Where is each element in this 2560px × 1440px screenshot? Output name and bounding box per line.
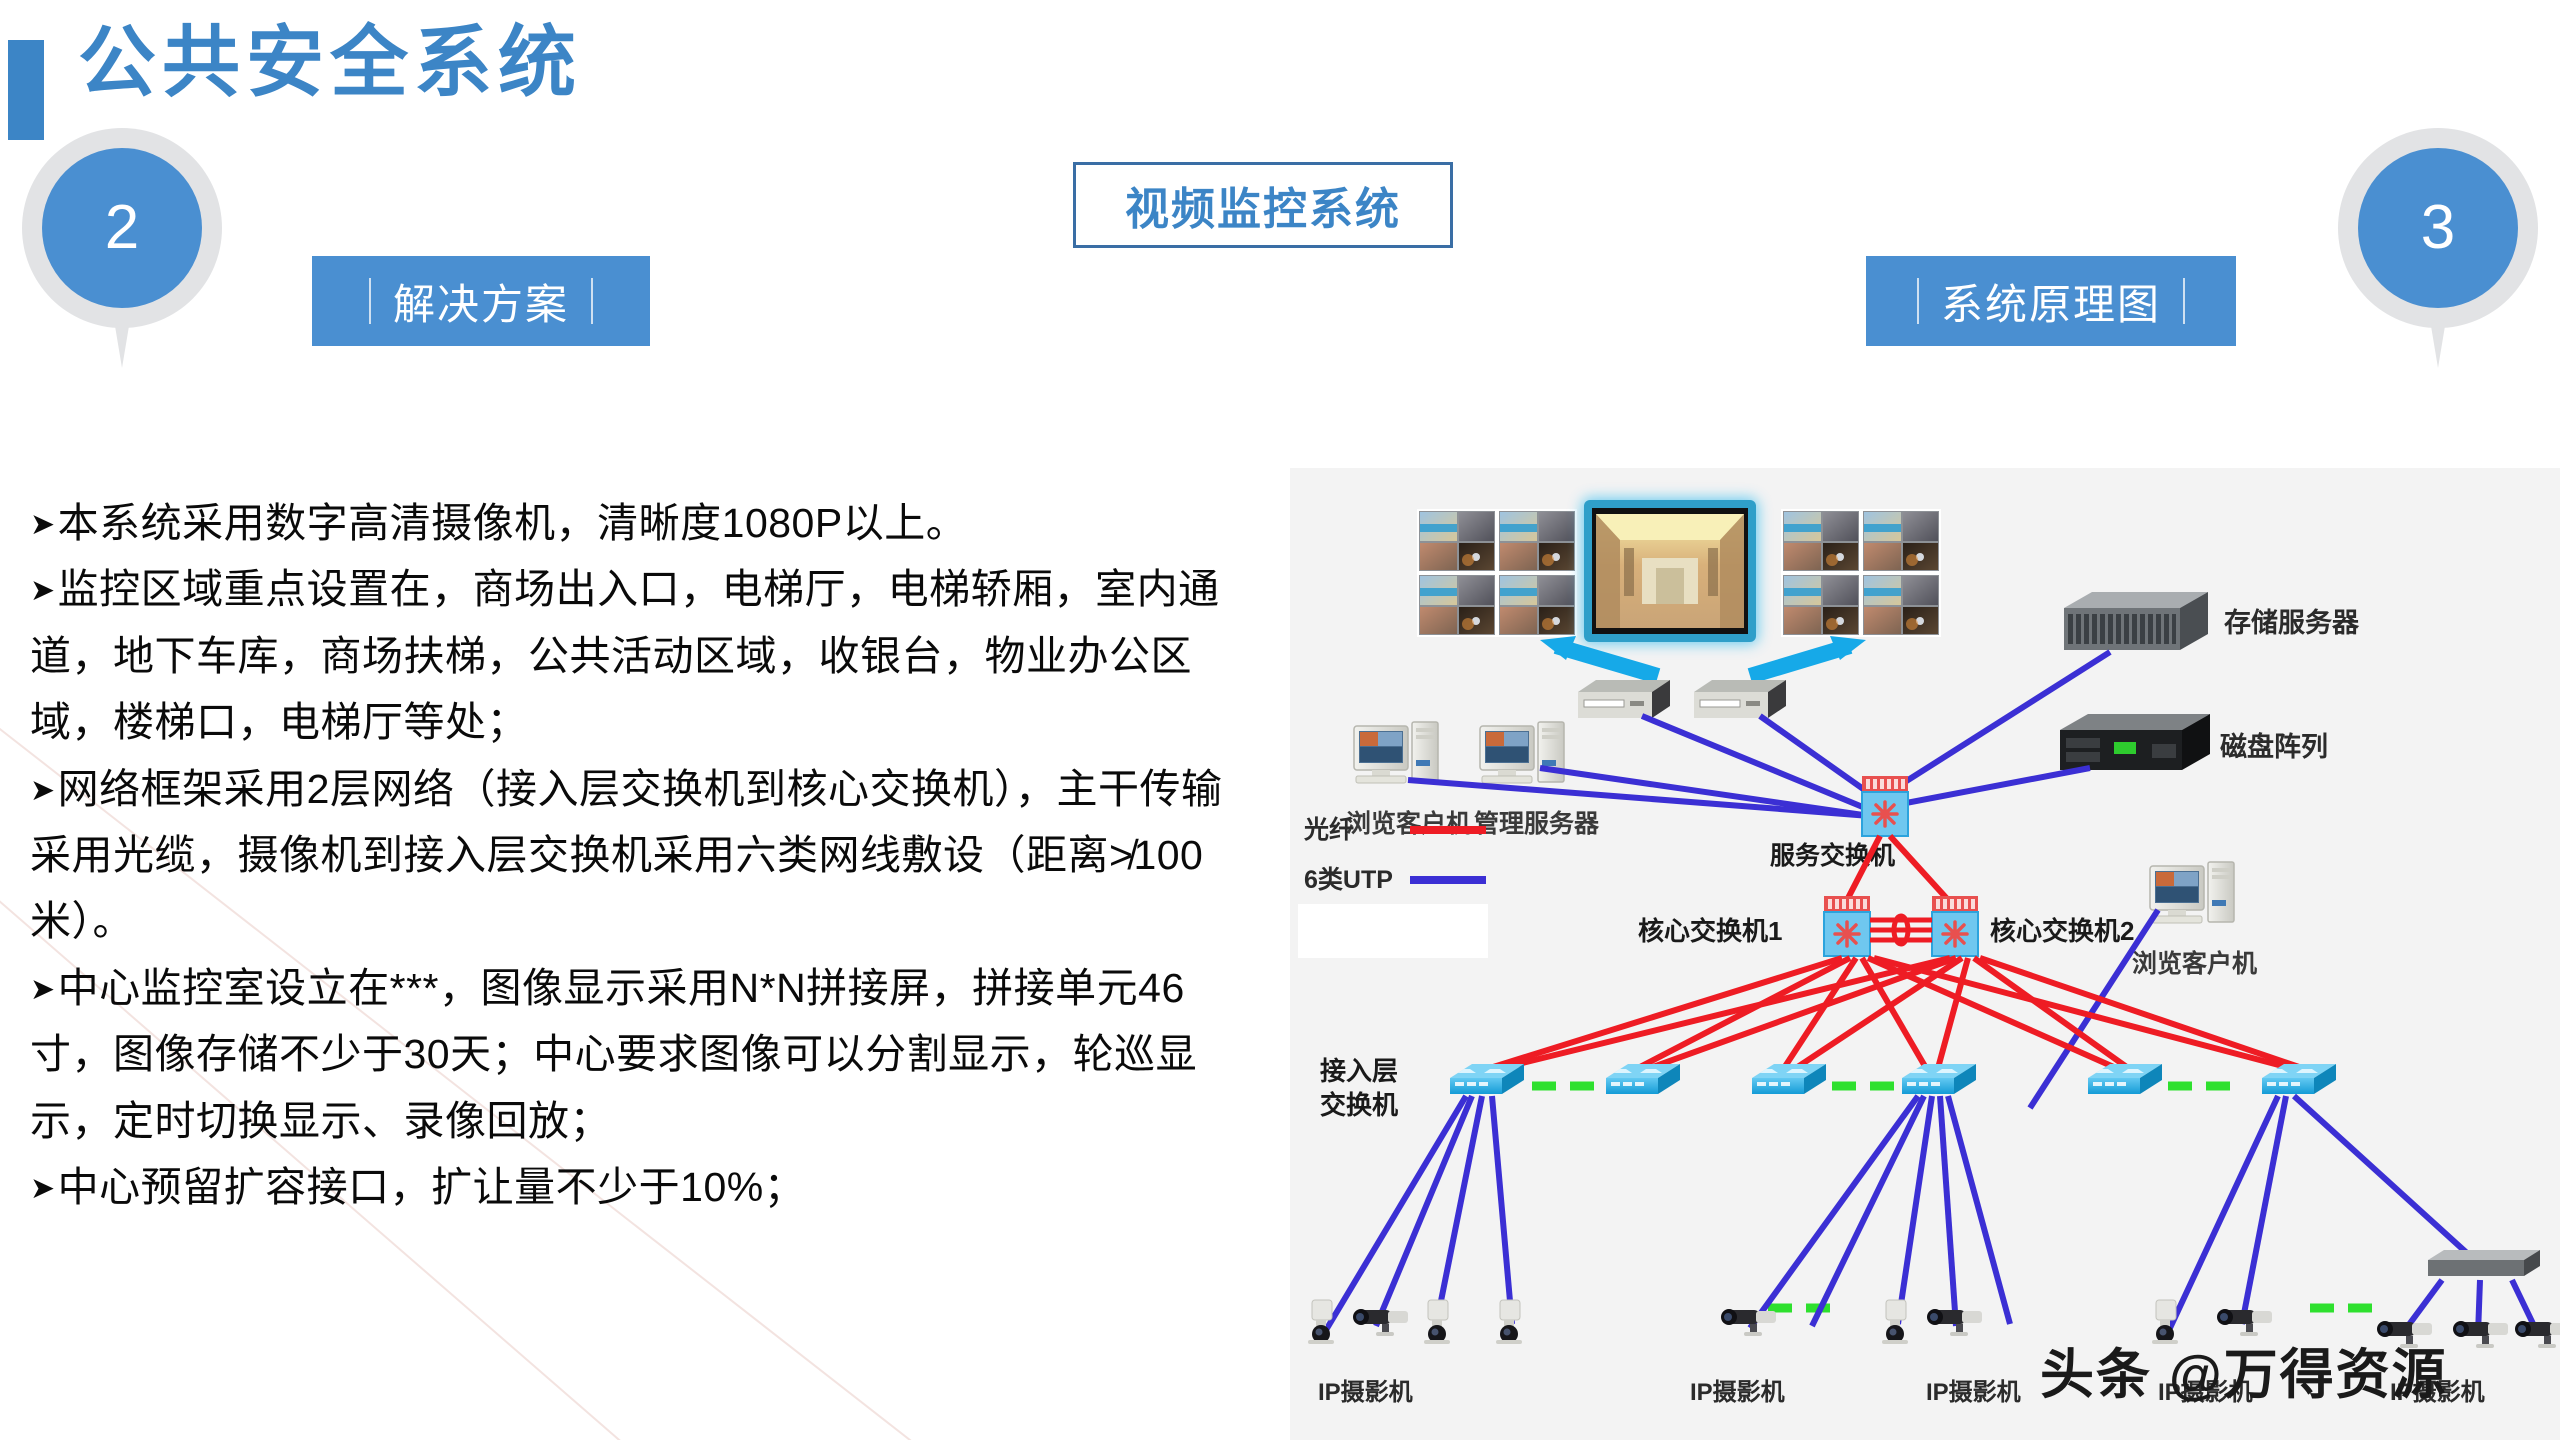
tab-system-schematic[interactable]: 系统原理图	[1866, 256, 2236, 346]
label-core-switch-1: 核心交换机1	[1638, 916, 1782, 946]
label-browse-client-right: 浏览客户机	[2132, 949, 2257, 978]
video-wall	[1417, 498, 1941, 644]
core-switch-2-icon	[1930, 894, 1980, 958]
label-ip-camera-4: IP摄影机	[2158, 1379, 2253, 1406]
bullet-item: 网络框架采用2层网络（接入层交换机到核心交换机），主干传输采用光缆，摄像机到接入…	[30, 756, 1260, 955]
badge-number: 2	[104, 193, 140, 262]
badge-number: 3	[2420, 193, 2456, 262]
tab-solution-label: 解决方案	[392, 280, 569, 328]
bullet-item: 监控区域重点设置在，商场出入口，电梯厅，电梯轿厢，室内通道，地下车库，商场扶梯，…	[30, 556, 1260, 755]
camera-utp-links	[1323, 1093, 2541, 1336]
tab-divider-left	[1916, 278, 1919, 324]
label-core-switch-2: 核心交换机2	[1990, 916, 2134, 946]
bullet-item: 中心预留扩容接口，扩让量不少于10%；	[30, 1154, 1260, 1220]
storage-server-unit	[2064, 592, 2208, 650]
edge-switch-icon	[2428, 1250, 2540, 1276]
label-access-switch-line1: 接入层	[1320, 1056, 1398, 1086]
tab-solution[interactable]: 解决方案	[312, 256, 650, 346]
body-text-block: 本系统采用数字高清摄像机，清晰度1080P以上。 监控区域重点设置在，商场出入口…	[30, 490, 1260, 1220]
label-disk-array: 磁盘阵列	[2220, 731, 2328, 762]
label-storage-server: 存储服务器	[2224, 608, 2360, 638]
browse-client-right-link	[2027, 908, 2161, 1110]
badge-circle: 2	[42, 148, 202, 308]
core-interlink	[1870, 917, 1932, 943]
tab-divider-left	[368, 278, 371, 324]
legend-blank-box	[1298, 904, 1488, 958]
system-schematic-diagram: 存储服务器 磁盘阵列 浏览客户机 管理服务器	[1290, 468, 2560, 1440]
step-badge-2[interactable]: 2	[22, 128, 222, 368]
label-ip-camera-3: IP摄影机	[1926, 1379, 2021, 1406]
disk-array-unit	[2060, 714, 2210, 770]
service-switch-utp-links	[1407, 649, 2112, 819]
watermark-text: 头条 @万得资源	[2040, 1345, 2448, 1405]
tab-divider-right	[2183, 278, 2185, 324]
label-management-server: 管理服务器	[1474, 809, 1600, 838]
service-switch-icon	[1860, 774, 1910, 838]
stack-link-dashes	[1532, 1081, 2372, 1313]
title-accent-bar	[8, 40, 44, 140]
decoder-units	[1578, 680, 1786, 718]
label-ip-camera-2: IP摄影机	[1690, 1379, 1785, 1406]
tab-divider-right	[591, 278, 593, 324]
decoder-link-arrows	[1553, 638, 1853, 684]
core-trunk-fiber	[1843, 833, 1953, 905]
core-switch-1-icon	[1822, 894, 1872, 958]
label-ip-camera-1: IP摄影机	[1318, 1379, 1413, 1406]
step-badge-3[interactable]: 3	[2338, 128, 2538, 368]
page-title: 公共安全系统	[78, 18, 583, 106]
tab-system-schematic-label: 系统原理图	[1940, 280, 2161, 328]
section-heading-label: 视频监控系统	[1125, 185, 1401, 234]
bullet-item: 中心监控室设立在***，图像显示采用N*N拼接屏，拼接单元46寸，图像存储不少于…	[30, 955, 1260, 1154]
badge-circle: 3	[2358, 148, 2518, 308]
access-fiber-links	[1489, 955, 2303, 1071]
legend-label-utp: 6类UTP	[1304, 866, 1393, 894]
label-access-switch-line2: 交换机	[1320, 1090, 1398, 1120]
legend-label-fiber: 光纤	[1303, 816, 1354, 844]
label-ip-camera-5: IP摄影机	[2390, 1379, 2485, 1406]
section-heading-box: 视频监控系统	[1073, 162, 1453, 248]
diagram-legend: 光纤 6类UTP	[1298, 816, 1488, 958]
bullet-item: 本系统采用数字高清摄像机，清晰度1080P以上。	[30, 490, 1260, 556]
